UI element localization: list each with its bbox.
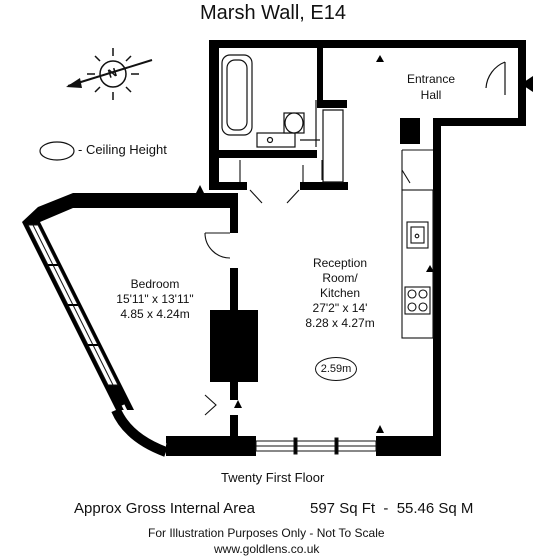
floor-label: Twenty First Floor: [221, 470, 325, 485]
bedroom-metric: 4.85 x 4.24m: [120, 307, 190, 321]
address-line: Marsh Wall, E14: [200, 2, 346, 24]
reception-imperial: 27'2" x 14': [312, 301, 368, 315]
entrance-line1: Entrance: [406, 72, 456, 86]
entrance-line2: Hall: [420, 88, 442, 102]
entrance-door: [485, 61, 533, 95]
bedroom-label: Bedroom 15'11" x 13'11" 4.85 x 4.24m: [100, 277, 210, 322]
reception-metric: 8.28 x 4.27m: [305, 316, 375, 330]
compass-icon: [66, 48, 153, 100]
area-label: Approx Gross Internal Area: [74, 500, 255, 517]
reception-window: [255, 437, 377, 455]
bedroom-door: [204, 232, 231, 416]
ceiling-height-legend-icon: [39, 141, 75, 161]
reception-line2: Room/: [322, 271, 358, 285]
bathroom-fixtures: [221, 54, 344, 183]
disclaimer: For Illustration Purposes Only - Not To …: [148, 526, 385, 540]
reception-line1: Reception: [312, 256, 368, 270]
ceiling-height-value: 2.59m: [320, 363, 352, 375]
reception-line3: Kitchen: [319, 286, 361, 300]
website-link[interactable]: www.goldlens.co.uk: [214, 542, 320, 556]
ceiling-height-badge: 2.59m: [315, 357, 357, 381]
bedroom-imperial: 15'11" x 13'11": [116, 292, 194, 306]
bedroom-window: [27, 224, 119, 386]
entrance-hall-label: Entrance Hall: [398, 71, 464, 103]
ceiling-height-legend-label: - Ceiling Height: [78, 142, 167, 157]
reception-room-label: Reception Room/ Kitchen 27'2" x 14' 8.28…: [290, 256, 390, 331]
bedroom-name: Bedroom: [130, 277, 180, 291]
kitchen-counter: [401, 149, 434, 339]
area-value: 597 Sq Ft - 55.46 Sq M: [310, 500, 474, 517]
